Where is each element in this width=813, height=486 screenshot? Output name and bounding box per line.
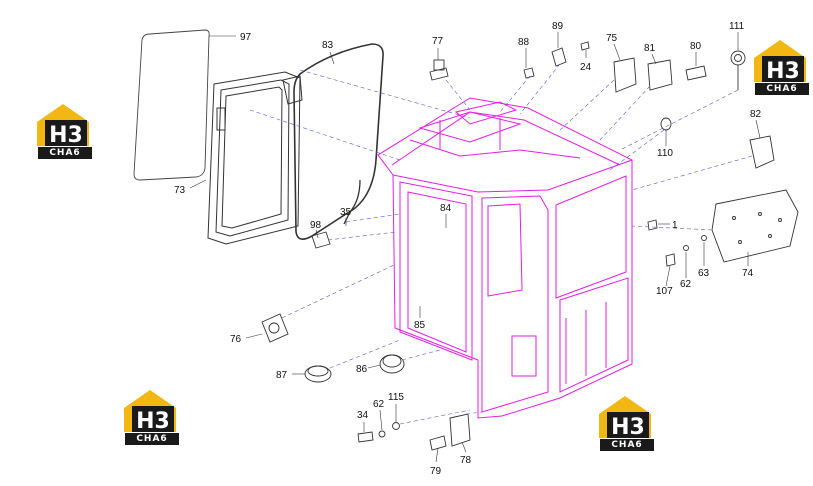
brand-logo-mark-icon: H3 [754,40,806,84]
part-label-111: 111 [729,21,745,32]
part-label-62-right: 62 [680,279,692,290]
svg-text:H3: H3 [611,415,645,440]
part-label-62-bottom: 62 [373,399,385,410]
part-label-79: 79 [430,466,442,477]
part-label-73: 73 [174,185,186,196]
part-label-85: 85 [414,320,426,331]
brand-logo-mark-icon: H3 [599,396,651,440]
cab-frame [377,97,633,419]
brand-logo-watermark: H3 CHA6 [595,392,659,454]
part-label-107: 107 [656,286,673,297]
part-label-87: 87 [276,370,288,381]
part-label-97: 97 [240,32,252,43]
door-frame [207,71,303,245]
part-label-77: 77 [432,36,444,47]
brand-logo-mark-icon: H3 [37,104,89,148]
part-labels: 97 73 83 77 88 89 24 75 81 80 111 82 110… [174,21,762,477]
brand-logo-watermark: H3 CHA6 [750,36,813,98]
part-label-89: 89 [552,21,564,32]
part-label-81: 81 [644,43,656,54]
svg-text:H3: H3 [136,409,170,434]
part-label-80: 80 [690,41,702,52]
brand-logo-mark-icon: H3 [124,390,176,434]
part-label-76: 76 [230,334,242,345]
callout-leaders [189,32,761,463]
part-label-83: 83 [322,40,334,51]
small-parts [261,41,799,451]
part-label-110: 110 [657,148,673,159]
part-label-82: 82 [750,109,762,120]
part-label-34: 34 [357,410,369,421]
part-label-115: 115 [388,392,404,403]
svg-text:H3: H3 [766,59,800,84]
window-glass [133,29,210,181]
door-seal [293,43,384,240]
leader-lines [249,63,753,425]
part-label-86: 86 [356,364,368,375]
brand-logo-watermark: H3 CHA6 [120,386,184,448]
part-label-1: 1 [672,220,678,231]
part-label-74: 74 [742,268,754,279]
part-label-63: 63 [698,268,710,279]
part-label-84: 84 [440,203,452,214]
part-label-35: 35 [340,207,352,218]
part-label-24: 24 [580,62,592,73]
part-label-78: 78 [460,455,472,466]
part-label-88: 88 [518,37,530,48]
part-label-75: 75 [606,33,618,44]
svg-text:H3: H3 [49,123,83,148]
brand-logo-watermark: H3 CHA6 [33,100,97,162]
part-label-98: 98 [310,220,322,231]
